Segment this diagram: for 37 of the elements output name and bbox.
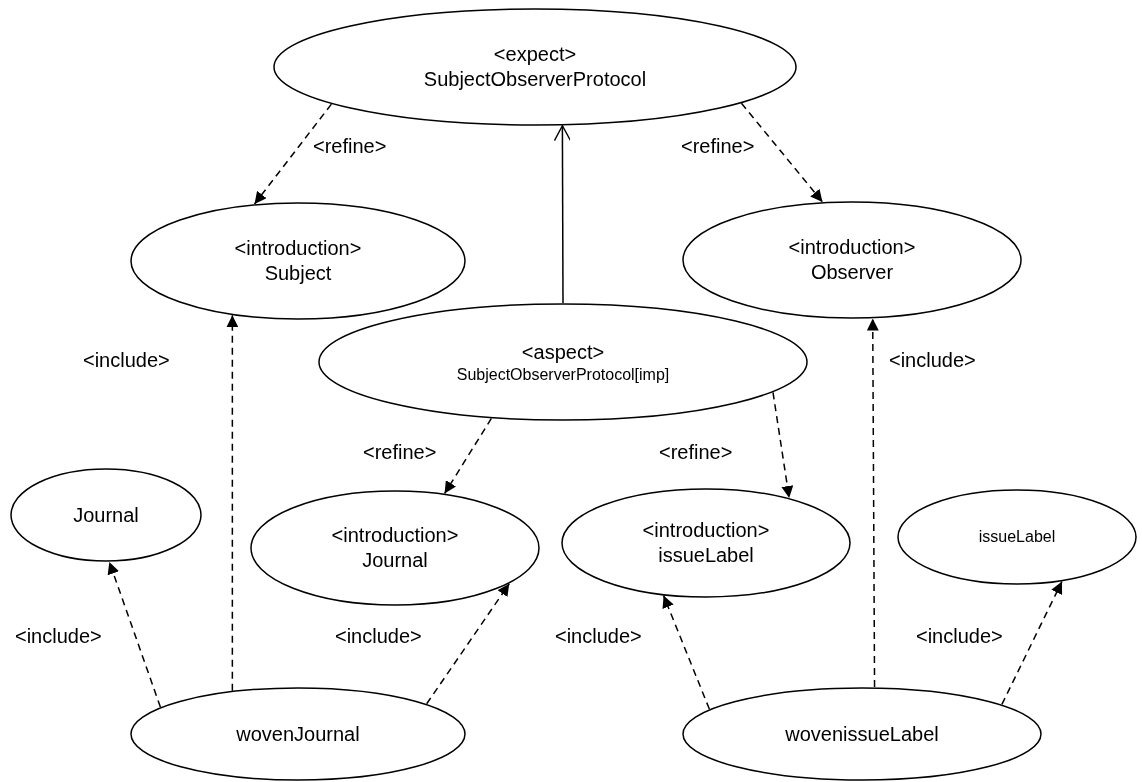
node-label: wovenissueLabel: [785, 721, 939, 747]
dashed-arrow: [772, 391, 794, 499]
dashed-arrow: [443, 417, 493, 495]
ellipse-node: [682, 687, 1042, 781]
dashed-arrow: [1001, 580, 1063, 706]
node-label: issueLabel: [658, 543, 754, 568]
dashed-arrow: [740, 102, 824, 203]
dashed-arrow: [253, 103, 333, 205]
ellipse-node: [561, 488, 851, 598]
ellipse-node: [897, 489, 1137, 585]
node-label: wovenJournal: [236, 721, 360, 747]
ellipse-node: [682, 201, 1022, 319]
node-label: Observer: [810, 260, 894, 285]
node-label: Journal: [362, 548, 428, 573]
node-label: SubjectObserverProtocol[imp]: [456, 364, 670, 385]
node-label: SubjectObserverProtocol: [423, 67, 647, 92]
ellipse-node: [130, 687, 466, 781]
ellipse-node: [130, 202, 466, 320]
node-label: Subject: [264, 261, 332, 286]
stereotype-label: <aspect>: [521, 339, 605, 365]
ellipse-node: [273, 8, 797, 126]
arrow: [553, 124, 572, 304]
node-label: Journal: [73, 502, 139, 528]
stereotype-label: <introduction>: [642, 518, 770, 543]
ellipse-node: [318, 303, 808, 421]
ellipse-node: [250, 490, 540, 606]
stereotype-label: <introduction>: [331, 523, 459, 548]
stereotype-label: <introduction>: [234, 236, 362, 261]
stereotype-label: <expect>: [493, 42, 577, 67]
dashed-arrow: [866, 317, 879, 688]
stereotype-label: <introduction>: [788, 235, 916, 260]
dashed-arrow: [226, 314, 239, 692]
dashed-arrow: [107, 561, 162, 708]
ellipse-node: [10, 468, 202, 562]
node-label: issueLabel: [978, 527, 1056, 547]
dashed-arrow: [425, 582, 510, 705]
dashed-arrow: [662, 594, 711, 710]
